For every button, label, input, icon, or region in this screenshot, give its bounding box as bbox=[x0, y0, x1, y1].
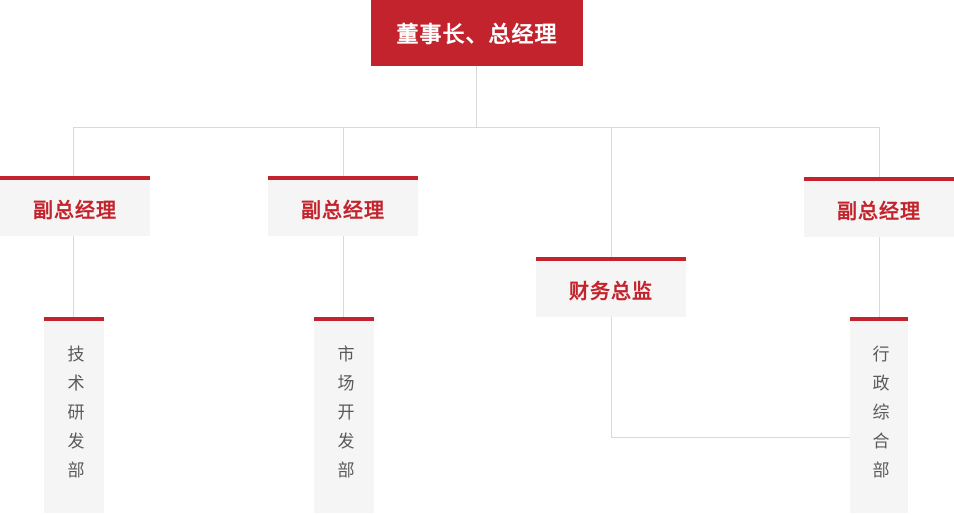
connector-dept-admin-drop bbox=[879, 237, 880, 317]
connector-deputy-left-drop bbox=[73, 127, 74, 176]
connector-deputy-middle-drop bbox=[343, 127, 344, 176]
node-dept-admin-label: 行政综合部 bbox=[869, 344, 889, 490]
node-finance-director-label: 财务总监 bbox=[569, 280, 653, 303]
connector-root-vertical bbox=[476, 66, 477, 127]
node-deputy-middle-label: 副总经理 bbox=[301, 199, 385, 222]
node-dept-market-label: 市场开发部 bbox=[334, 344, 354, 490]
node-dept-market-dev: 市场开发部 bbox=[314, 317, 374, 513]
node-chairman-general-manager: 董事长、总经理 bbox=[371, 0, 583, 66]
connector-main-horizontal bbox=[73, 127, 880, 128]
node-deputy-left-label: 副总经理 bbox=[33, 199, 117, 222]
node-deputy-manager-middle: 副总经理 bbox=[268, 176, 418, 236]
node-finance-director: 财务总监 bbox=[536, 257, 686, 317]
node-dept-tech-label: 技术研发部 bbox=[64, 344, 84, 490]
connector-dept-tech-drop bbox=[73, 236, 74, 317]
node-deputy-manager-left: 副总经理 bbox=[0, 176, 150, 236]
connector-deputy-right-drop bbox=[879, 127, 880, 177]
node-chairman-label: 董事长、总经理 bbox=[396, 22, 558, 47]
connector-finance-to-admin bbox=[611, 437, 850, 438]
connector-dept-market-drop bbox=[343, 236, 344, 317]
connector-finance-bottom-vertical bbox=[611, 317, 612, 437]
node-deputy-manager-right: 副总经理 bbox=[804, 177, 954, 237]
node-deputy-right-label: 副总经理 bbox=[837, 200, 921, 223]
node-dept-admin-general: 行政综合部 bbox=[850, 317, 908, 513]
node-dept-tech-rd: 技术研发部 bbox=[44, 317, 104, 513]
connector-finance-drop bbox=[611, 127, 612, 257]
